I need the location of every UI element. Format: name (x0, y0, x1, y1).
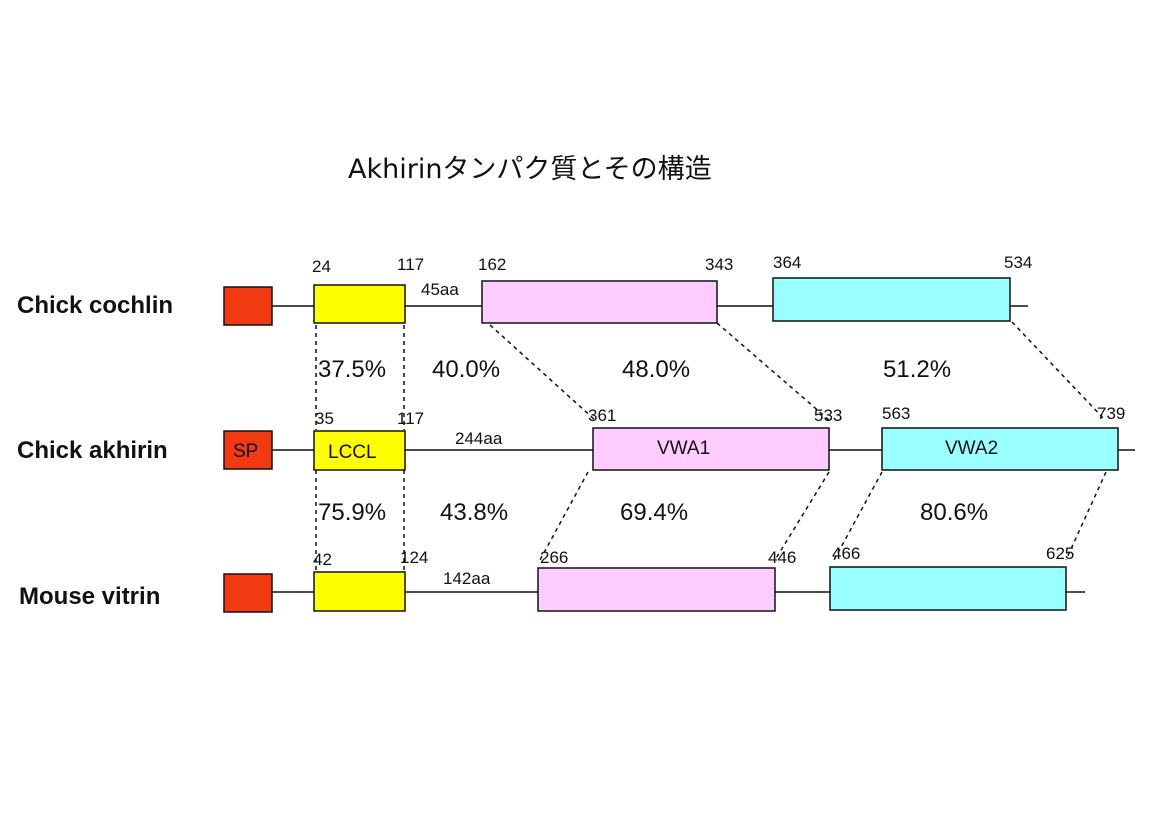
sp-domain-akhirin (223, 430, 273, 470)
sp-label: SP (233, 441, 258, 462)
alignment-line (539, 471, 589, 561)
pos-label: 124 (400, 548, 428, 567)
pos-label: 117 (397, 409, 424, 428)
lccl-domain-cochlin (313, 284, 406, 324)
protein-name-cochlin: Chick cochlin (17, 292, 173, 319)
sp-domain-cochlin (223, 286, 273, 326)
vwa2-domain-cochlin (772, 277, 1011, 322)
identity-linker-1: 40.0% (432, 356, 500, 383)
identity-vwa2-2: 80.6% (920, 499, 988, 526)
alignment-line (1065, 471, 1107, 561)
alignment-line (716, 322, 830, 421)
pos-label: 343 (705, 255, 733, 274)
lccl-label: LCCL (328, 442, 377, 463)
vwa2-domain-vitrin (829, 566, 1067, 611)
pos-label: 739 (1097, 404, 1125, 423)
lccl-domain-akhirin (313, 430, 406, 471)
pos-label: 35 (315, 409, 334, 428)
diagram-title: Akhirinタンパク質とその構造 (348, 154, 712, 185)
pos-label: 24 (312, 257, 331, 276)
vwa1-domain-vitrin (537, 567, 776, 612)
linker-length: 244aa (455, 429, 503, 448)
protein-name-vitrin: Mouse vitrin (19, 583, 160, 610)
pos-label: 162 (478, 255, 506, 274)
vwa1-domain-akhirin (592, 427, 830, 471)
pos-label: 117 (397, 255, 424, 274)
pos-label: 534 (1004, 253, 1032, 272)
lccl-domain-vitrin (313, 571, 406, 612)
vwa2-domain-akhirin (881, 427, 1119, 471)
vwa2-label: VWA2 (945, 438, 998, 459)
pos-label: 466 (832, 544, 860, 563)
pos-label: 361 (588, 406, 616, 425)
pos-label: 446 (768, 548, 796, 567)
pos-label: 625 (1046, 544, 1074, 563)
protein-name-akhirin: Chick akhirin (17, 437, 168, 464)
pos-label: 563 (882, 404, 910, 423)
pos-label: 266 (540, 548, 568, 567)
sp-domain-vitrin (223, 573, 273, 613)
identity-lccl-1: 37.5% (318, 356, 386, 383)
vwa1-label: VWA1 (657, 438, 710, 459)
pos-label: 533 (814, 406, 842, 425)
vwa1-domain-cochlin (481, 280, 718, 324)
pos-label: 42 (313, 550, 332, 569)
alignment-line (833, 471, 883, 561)
pos-label: 364 (773, 253, 801, 272)
linker-length: 45aa (421, 280, 459, 299)
identity-linker-2: 43.8% (440, 499, 508, 526)
alignment-line (1011, 321, 1106, 421)
identity-vwa1-1: 48.0% (622, 356, 690, 383)
identity-lccl-2: 75.9% (318, 499, 386, 526)
alignment-line (489, 324, 596, 421)
identity-vwa1-2: 69.4% (620, 499, 688, 526)
identity-vwa2-1: 51.2% (883, 356, 951, 383)
alignment-line (774, 471, 830, 561)
linker-length: 142aa (443, 569, 491, 588)
